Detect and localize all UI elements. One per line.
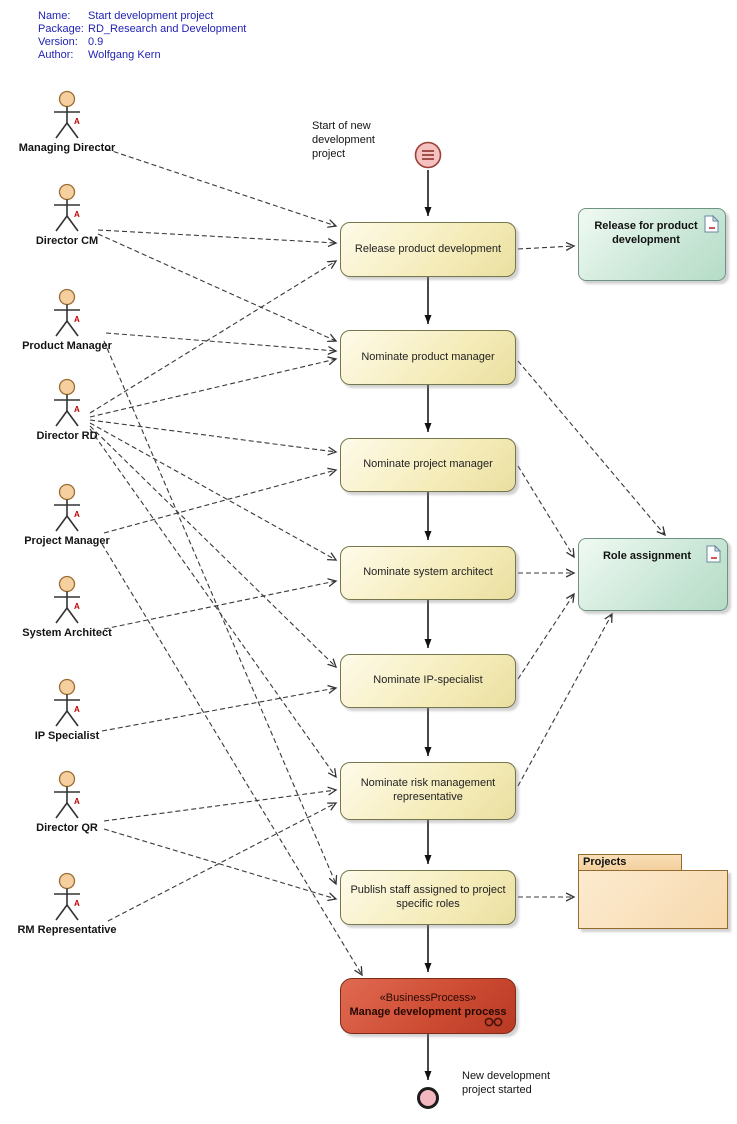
meta-row-name: Name: Start development project <box>38 10 246 23</box>
meta-label: Package: <box>38 23 84 35</box>
actor-icon <box>53 575 81 624</box>
actor-director-rd[interactable]: Director RD <box>12 378 122 443</box>
actor-ip-specialist[interactable]: IP Specialist <box>12 678 122 743</box>
activity-label: Release product development <box>354 242 502 255</box>
meta-label: Version: <box>38 36 78 48</box>
actor-label: Managing Director <box>18 142 116 154</box>
actor-icon <box>53 483 81 532</box>
actor-icon <box>53 770 81 819</box>
activity-nominate-product-manager[interactable]: Nominate product manager <box>340 330 516 385</box>
chain-links-icon <box>484 1017 503 1027</box>
actor-icon <box>53 872 81 921</box>
meta-value: RD_Research and Development <box>88 23 247 35</box>
actor-rm-representative[interactable]: RM Representative <box>12 872 122 937</box>
artifact-label: Role assignment <box>602 550 692 562</box>
artifact-role-assignment[interactable]: Role assignment <box>578 538 728 611</box>
meta-value: 0.9 <box>88 36 104 48</box>
actor-label: Director QR <box>36 822 98 834</box>
business-process-manage-development[interactable]: «BusinessProcess» Manage development pro… <box>340 978 516 1034</box>
folder-label: Projects <box>583 856 627 868</box>
activity-nominate-ip-specialist[interactable]: Nominate IP-specialist <box>340 654 516 708</box>
end-annotation: New development project started <box>462 1070 551 1096</box>
end-node[interactable] <box>415 1085 441 1111</box>
actor-icon <box>53 288 81 337</box>
actor-label: Director CM <box>35 235 99 247</box>
activity-label: Nominate project manager <box>363 458 493 471</box>
actor-system-architect[interactable]: System Architect <box>12 575 122 640</box>
meta-value: Wolfgang Kern <box>88 49 161 61</box>
package-projects[interactable]: Projects <box>578 854 728 930</box>
folder-body <box>578 870 728 929</box>
activity-label: Nominate system architect <box>363 566 493 579</box>
actor-icon <box>53 378 81 427</box>
meta-label: Name: <box>38 10 71 22</box>
actor-dependency-links <box>89 148 362 975</box>
activity-label: Nominate risk management representative <box>360 777 496 803</box>
activity-label: Publish staff assigned to project specif… <box>350 883 506 910</box>
artifact-release-for-product-development[interactable]: Release for product development <box>578 208 726 281</box>
activity-label: Nominate IP-specialist <box>373 674 483 687</box>
actor-label: Project Manager <box>24 535 110 547</box>
actor-label: System Architect <box>22 627 112 639</box>
stereotype-label: «BusinessProcess» <box>379 992 477 1005</box>
meta-row-version: Version: 0.9 <box>38 36 246 49</box>
activity-label: Nominate product manager <box>361 350 495 363</box>
document-icon <box>704 215 719 233</box>
meta-label: Author: <box>38 49 74 61</box>
actor-project-manager[interactable]: Project Manager <box>12 483 122 548</box>
actor-label: Director RD <box>36 430 98 442</box>
document-icon <box>706 545 721 563</box>
actor-director-cm[interactable]: Director CM <box>12 183 122 248</box>
artifact-label: Release for product development <box>594 220 698 247</box>
business-process-label: Manage development process <box>349 1006 507 1018</box>
actor-label: RM Representative <box>17 924 117 936</box>
actor-label: IP Specialist <box>34 730 100 742</box>
meta-row-package: Package: RD_Research and Development <box>38 23 246 36</box>
meta-value: Start development project <box>88 10 214 22</box>
activity-publish-staff-assigned[interactable]: Publish staff assigned to project specif… <box>340 870 516 925</box>
actor-label: Product Manager <box>22 340 112 352</box>
activity-nominate-project-manager[interactable]: Nominate project manager <box>340 438 516 492</box>
diagram-metadata: Name: Start development project Package:… <box>38 10 246 62</box>
start-annotation: Start of new development project <box>312 120 375 160</box>
activity-release-product-development[interactable]: Release product development <box>340 222 516 277</box>
activity-nominate-risk-management-representative[interactable]: Nominate risk management representative <box>340 762 516 820</box>
meta-row-author: Author: Wolfgang Kern <box>38 49 246 62</box>
actor-icon <box>53 678 81 727</box>
start-node[interactable] <box>413 140 443 170</box>
folder-tab: Projects <box>578 854 682 871</box>
actor-director-qr[interactable]: Director QR <box>12 770 122 835</box>
activity-nominate-system-architect[interactable]: Nominate system architect <box>340 546 516 600</box>
actor-icon <box>53 183 81 232</box>
actor-managing-director[interactable]: Managing Director <box>12 90 122 155</box>
actor-icon <box>53 90 81 139</box>
actor-product-manager[interactable]: Product Manager <box>12 288 122 353</box>
